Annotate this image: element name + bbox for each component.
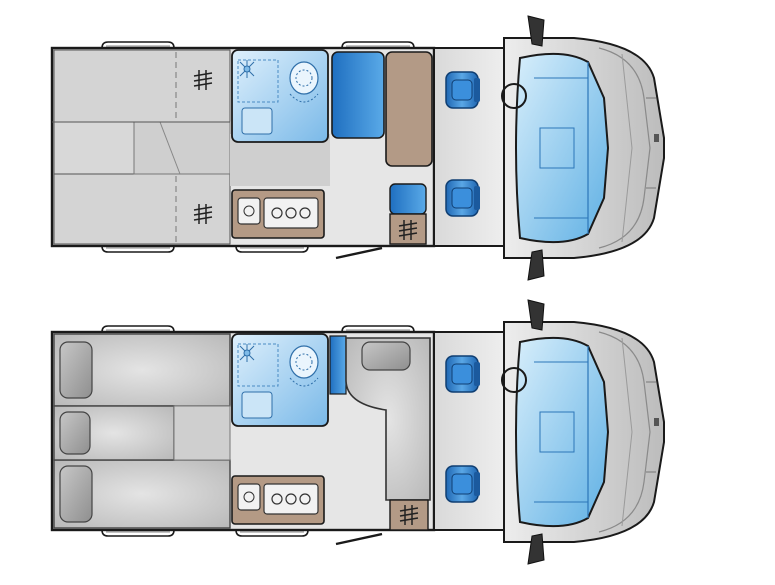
aisle-floor xyxy=(133,121,231,175)
kitchen-block xyxy=(231,475,325,525)
seat-driver xyxy=(445,71,481,109)
bed-left xyxy=(53,49,231,123)
seat-passenger xyxy=(445,465,481,503)
sideboard xyxy=(385,51,433,167)
washroom xyxy=(231,49,329,143)
kitchen-block xyxy=(231,189,325,239)
dinette-box xyxy=(389,183,427,215)
entry-door xyxy=(335,246,383,260)
pillow-icon xyxy=(59,411,91,455)
pillow-icon xyxy=(361,341,411,371)
steering-wheel-icon xyxy=(501,367,527,393)
vehicle-cab xyxy=(501,299,665,565)
step-panel xyxy=(389,499,429,531)
pillow-icon xyxy=(59,341,93,399)
seat-passenger xyxy=(445,179,481,217)
washroom xyxy=(231,333,329,427)
floorplan-top xyxy=(50,15,665,281)
entry-door xyxy=(335,532,383,546)
floorplan-bottom xyxy=(50,299,665,565)
seat-driver xyxy=(445,355,481,393)
bed-foot-step xyxy=(53,121,135,175)
pillow-icon xyxy=(59,465,93,523)
wardrobe xyxy=(331,51,385,139)
vehicle-cab xyxy=(501,15,665,281)
steering-wheel-icon xyxy=(501,83,527,109)
